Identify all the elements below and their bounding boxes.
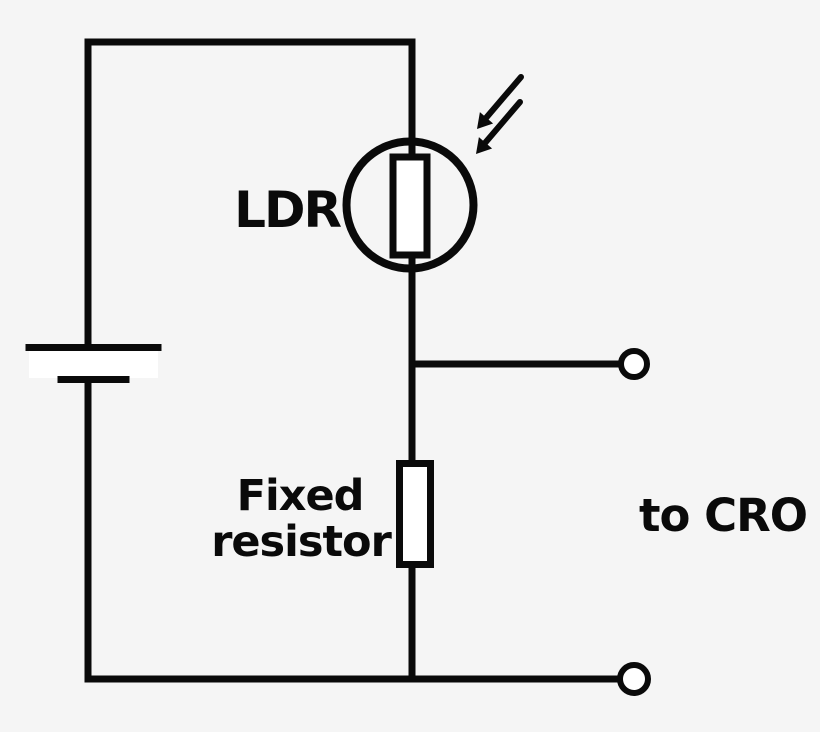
ldr-resistor-body	[389, 153, 431, 259]
output-terminal-top	[618, 348, 650, 380]
output-terminal-bottom	[617, 662, 651, 696]
fixed-resistor-label-line2: resistor	[211, 517, 392, 567]
ldr-label: LDR	[234, 181, 341, 239]
light-ray-arrow-1-shaft	[483, 74, 524, 121]
light-ray-arrow-1-head	[477, 112, 494, 129]
to-cro-label: to CRO	[639, 489, 807, 542]
battery-gap	[29, 351, 158, 378]
ldr-symbol	[342, 74, 524, 273]
light-ray-arrow-2-shaft	[482, 99, 523, 146]
fixed-resistor-label-line1: Fixed	[237, 471, 364, 521]
battery-cell-symbol	[25, 344, 162, 383]
light-ray-arrow-2-head	[476, 137, 493, 154]
ldr-envelope-circle	[342, 137, 478, 273]
light-ray-arrows-icon	[476, 74, 524, 154]
fixed-resistor-body	[396, 460, 434, 568]
